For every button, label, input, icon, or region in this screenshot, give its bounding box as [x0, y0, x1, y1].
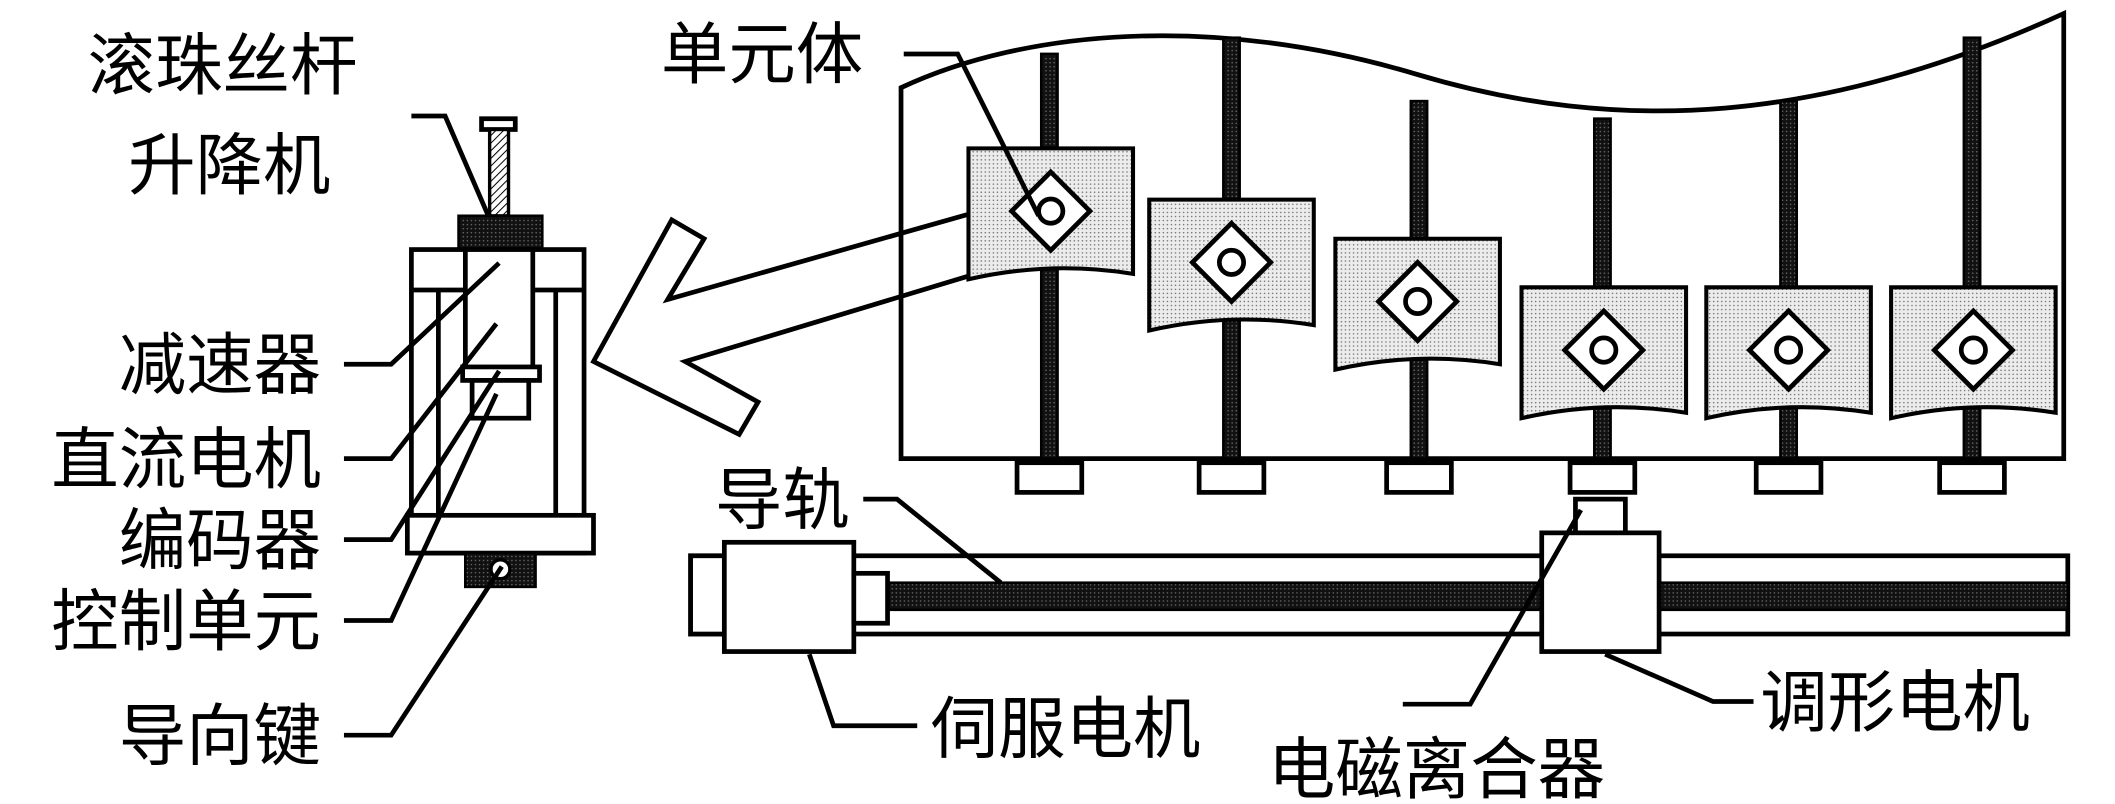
lifting-unit	[404, 116, 596, 589]
rod-foot	[1937, 460, 2007, 495]
label-guide-rail: 导轨	[715, 460, 850, 539]
unit-array	[966, 36, 2058, 495]
label-servo-motor: 伺服电机	[931, 690, 1201, 769]
label-unit-body: 单元体	[661, 15, 863, 94]
label-lifter: 升降机	[128, 126, 330, 205]
label-encoder: 编码器	[119, 501, 321, 580]
servo-motor	[721, 539, 857, 654]
label-dc-motor: 直流电机	[51, 420, 321, 499]
circle-icon	[1036, 196, 1066, 226]
circle-icon	[1217, 247, 1247, 277]
label-control-unit: 控制单元	[51, 582, 321, 661]
servo-end-cap	[688, 553, 727, 637]
circle-icon	[1774, 335, 1804, 365]
circle-icon	[1403, 286, 1433, 317]
label-ball-screw: 滚珠丝杆	[88, 26, 358, 105]
rod-foot	[1567, 460, 1638, 495]
label-shaping-motor: 调形电机	[1760, 663, 2030, 742]
circle-icon	[1589, 335, 1619, 365]
circle-icon	[1958, 335, 1988, 365]
rod-foot	[1196, 460, 1267, 495]
label-guide-key: 导向键	[119, 696, 321, 775]
rod-foot	[1384, 460, 1454, 495]
mold-panel	[898, 9, 2067, 462]
electromagnetic-clutch	[1573, 496, 1628, 536]
lead-screw	[882, 581, 2070, 612]
label-reducer: 减速器	[119, 326, 321, 405]
shaping-motor	[1539, 530, 1662, 654]
ball-screw	[487, 127, 511, 218]
coupling	[851, 570, 890, 626]
rod-foot	[1014, 460, 1085, 495]
screw-nut	[457, 214, 544, 251]
label-em-clutch: 电磁离合器	[1268, 730, 1605, 804]
rail-assembly	[688, 496, 2071, 654]
zoom-arrow	[590, 202, 1015, 438]
rod-foot	[1753, 460, 1824, 495]
